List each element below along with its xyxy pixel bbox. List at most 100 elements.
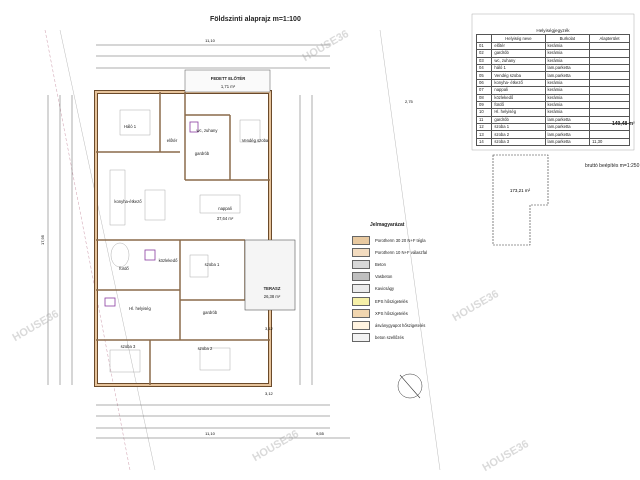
room-02-label: gardrób	[195, 151, 210, 156]
legend-item: XPS hőszigetelés	[352, 307, 427, 319]
table-cell-name: szoba 3	[491, 137, 546, 147]
table-cell-floor: lam.parketta	[544, 130, 591, 139]
legend-swatch	[352, 259, 370, 269]
table-cell-area	[589, 100, 630, 110]
table-header-name: Helyiség neve	[491, 34, 546, 43]
legend-label: Porotherm 30 20 N+F tégla	[375, 237, 426, 243]
brutto-area: 173,21 m²	[510, 188, 531, 193]
table-cell-area	[589, 63, 630, 73]
table-cell-no: 14	[475, 137, 493, 147]
table-cell-name: közlekedő	[491, 93, 546, 102]
legend-item: Beton	[352, 258, 427, 270]
room-11-label: gardrób	[203, 310, 218, 315]
table-cell-name: nappali	[491, 86, 546, 95]
room-08-label: közlekedő	[159, 258, 179, 263]
room-07-area: 37,64 m²	[217, 216, 234, 221]
table-cell-no: 03	[475, 56, 493, 65]
legend-label: beton szellőzés	[375, 335, 404, 341]
table-header-area: Alapterület	[589, 34, 630, 43]
legend-item: Porotherm 30 20 N+F tégla	[352, 234, 427, 246]
room-01-label: előtér	[167, 138, 178, 143]
room-10-label: Hl. helyiség	[129, 306, 151, 311]
dim-right-mark-0: 2,75	[405, 99, 414, 104]
table-cell-area	[589, 41, 630, 51]
room-14-label: szoba 3	[121, 344, 136, 349]
table-cell-floor: lam.parketta	[544, 71, 591, 80]
table-cell-name: konyha- étkező	[491, 78, 546, 88]
table-cell-floor: kerámia	[544, 100, 591, 110]
legend-swatch	[352, 308, 370, 318]
legend-label: Vasbeton	[375, 274, 393, 280]
covered-entry-area: 1,71 m²	[221, 84, 236, 89]
legend-swatch	[352, 284, 370, 294]
table-cell-floor: kerámia	[544, 56, 591, 65]
room-13-label: szoba 2	[198, 346, 213, 351]
table-cell-name: fürdő	[491, 100, 546, 110]
legend-item: EPS hőszigetelés	[352, 295, 427, 307]
dim-left-total: 17,95	[40, 234, 45, 245]
table-cell-floor: lam.parketta	[544, 115, 591, 125]
table-cell-floor: kerámia	[544, 49, 591, 58]
table-cell-area	[589, 93, 630, 102]
table-header-no	[475, 34, 493, 43]
table-cell-area	[589, 56, 630, 65]
table-cell-name: Hl. helyiség	[491, 108, 546, 117]
dim-right-mark-2: 3,12	[265, 391, 274, 396]
brutto-label: bruttó beépítés m=1:250	[585, 163, 640, 169]
terrace-label: TERASZ	[264, 286, 281, 291]
plan-title: Földszinti alaprajz m=1:100	[210, 16, 301, 23]
table-caption: Helyiségjegyzék	[536, 28, 570, 34]
table-cell-no: 06	[475, 78, 493, 88]
room-05-label: Vendég szoba	[242, 138, 269, 143]
room-07-label: nappali	[218, 206, 232, 211]
table-cell-no: 08	[475, 93, 493, 102]
table-cell-name: szoba 1	[491, 123, 546, 132]
table-cell-floor: kerámia	[544, 78, 591, 88]
table-cell-no: 12	[475, 123, 493, 132]
table-cell-no: 10	[475, 108, 493, 117]
dim-bottom-total: 11,10	[205, 431, 215, 436]
table-cell-no: 04	[475, 63, 493, 73]
legend-swatch	[352, 333, 370, 343]
dim-top-total: 11,10	[205, 38, 215, 43]
legend-swatch	[352, 235, 370, 245]
room-09-label: fürdő	[119, 266, 129, 271]
table-cell-name: gardrób	[491, 49, 546, 58]
room-12-label: szoba 1	[205, 262, 220, 267]
table-cell-floor: kerámia	[544, 93, 591, 102]
table-cell-no: 13	[475, 130, 493, 139]
terrace-area: 26,38 m²	[264, 294, 281, 299]
table-cell-floor: kerámia	[544, 41, 591, 51]
legend-swatch	[352, 296, 370, 306]
table-cell-no: 05	[475, 71, 493, 80]
table-cell-name: gardrób	[491, 115, 546, 125]
table-cell-floor: kerámia	[544, 108, 591, 117]
legend-item: Vasbeton	[352, 271, 427, 283]
table-cell-name: Vendég szoba	[491, 71, 546, 80]
table-cell-no: 01	[475, 41, 493, 51]
table-cell-no: 11	[475, 115, 493, 125]
legend-item: Porotherm 10 N+F válaszfal	[352, 246, 427, 258]
table-cell-floor: kerámia	[544, 86, 591, 95]
legend-label: Beton	[375, 261, 386, 267]
legend-label: Porotherm 10 N+F válaszfal	[375, 249, 428, 255]
dim-right-mark-1: 3,12	[265, 326, 274, 331]
legend-swatch	[352, 247, 370, 257]
table-cell-area: 11,30	[589, 137, 630, 147]
table-cell-name: wc, zuhany	[491, 56, 546, 65]
table-cell-no: 09	[475, 100, 493, 110]
total-area: 149,48 m²	[612, 121, 635, 127]
table-cell-no: 07	[475, 86, 493, 95]
legend-label: ásványgyapot hőszigetelés	[375, 322, 426, 328]
legend-label: EPS hőszigetelés	[375, 298, 408, 304]
